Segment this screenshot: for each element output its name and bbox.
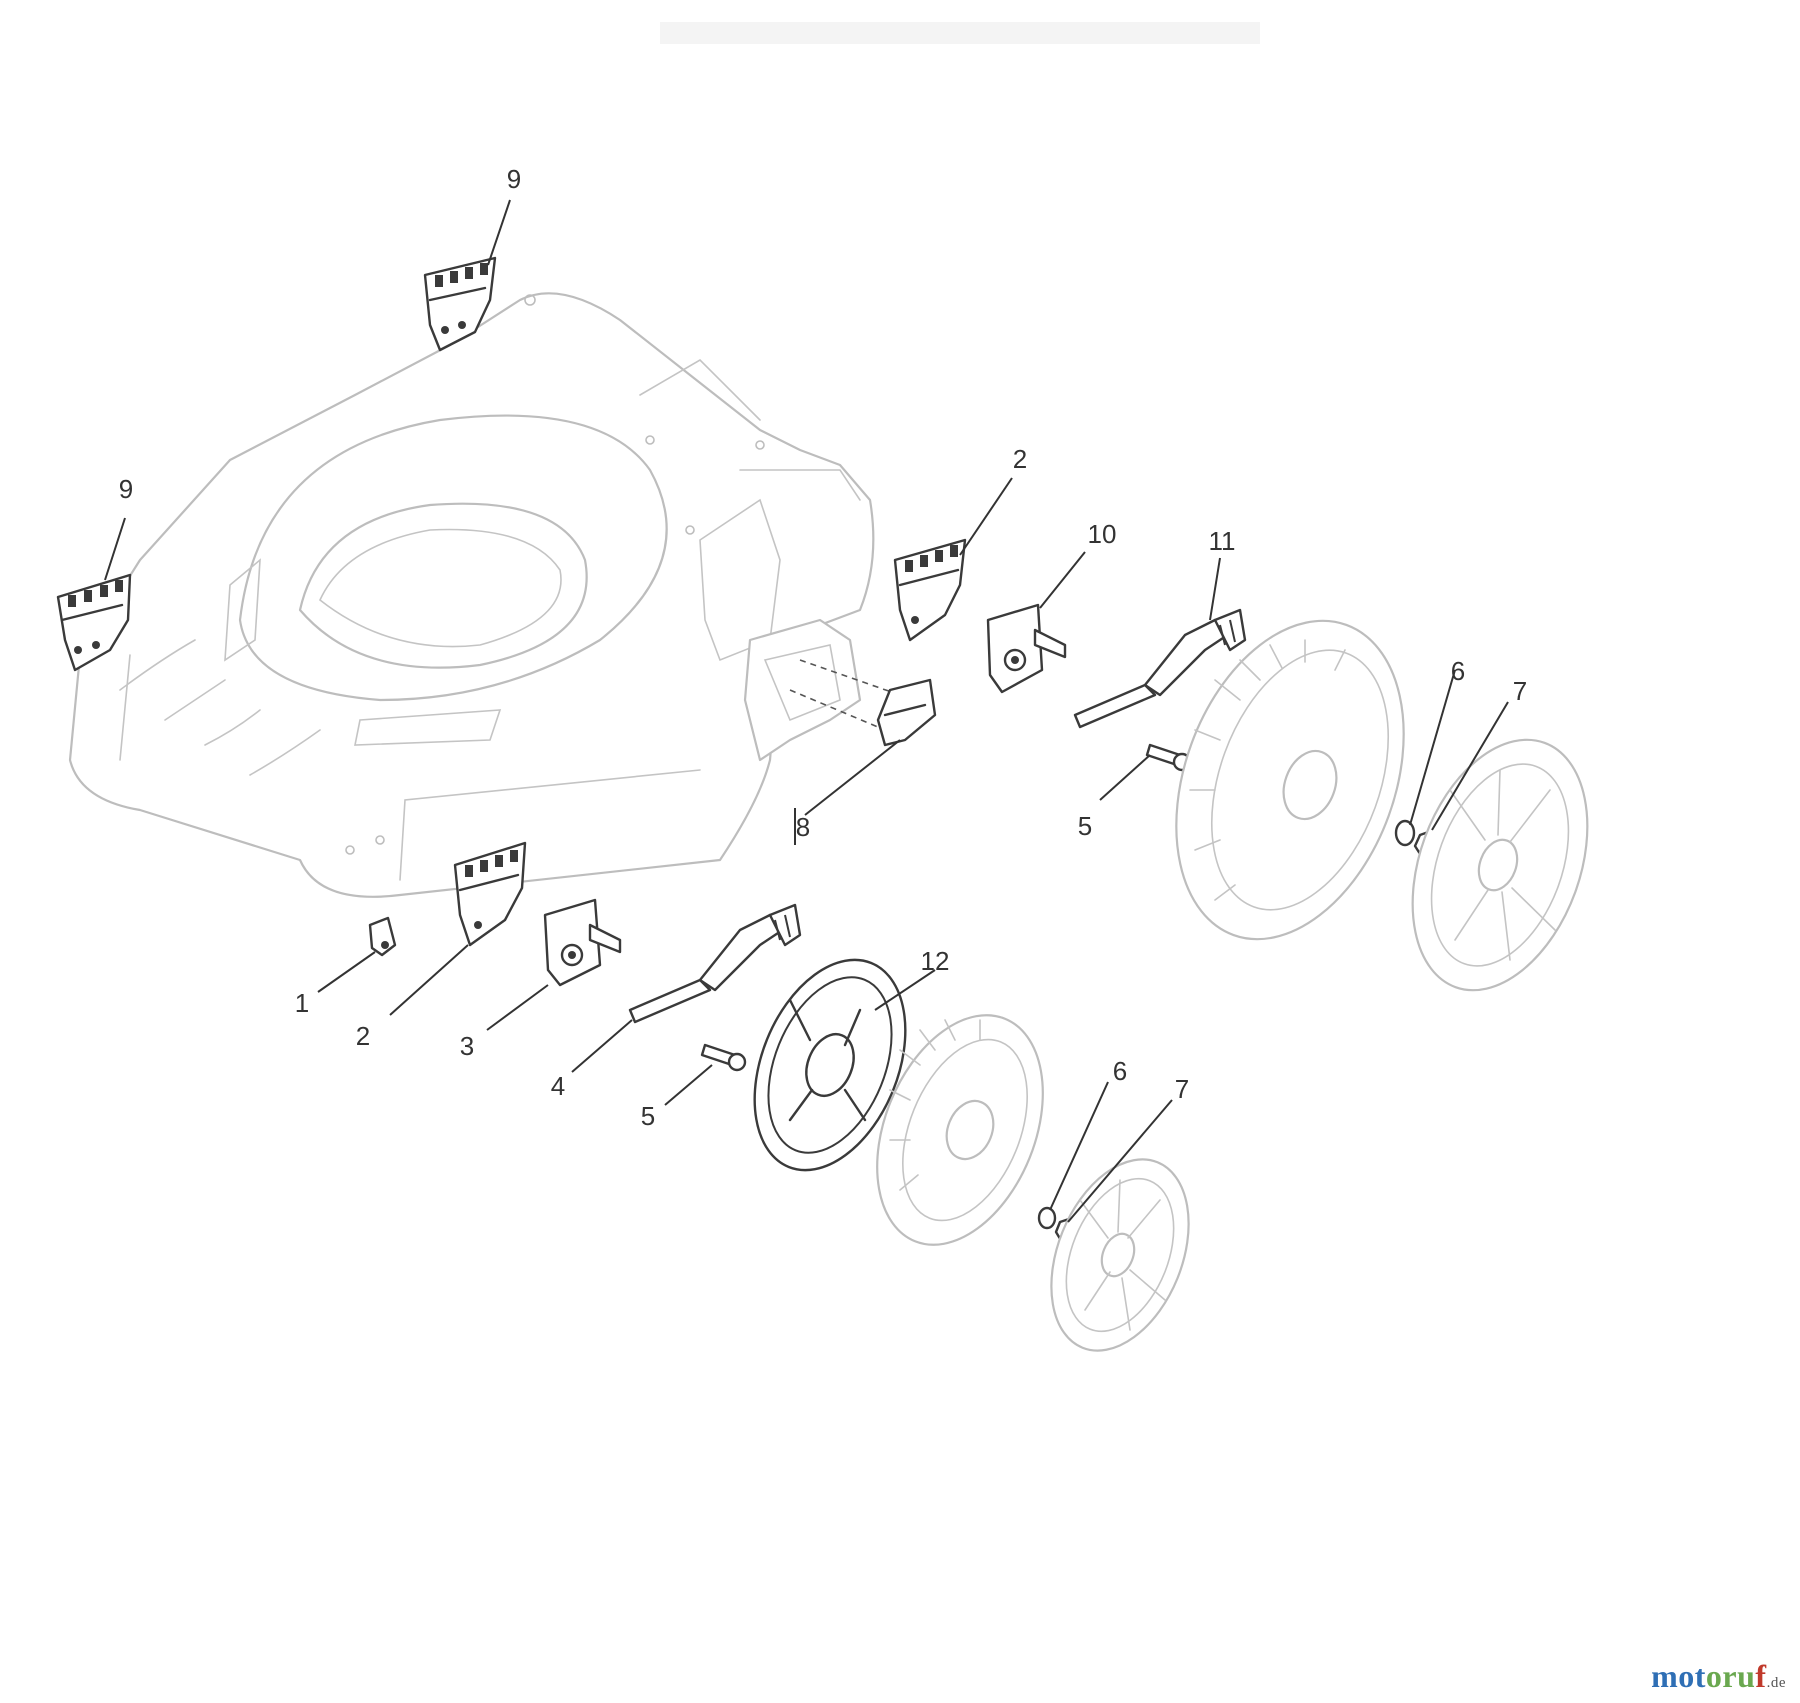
part-3-axle-bracket (543, 898, 622, 987)
callout-labels: 9 9 2 10 11 6 7 5 8 12 1 2 3 4 5 6 7 (119, 164, 1527, 1131)
part-1-clip (368, 916, 397, 957)
part-9-height-plate-left (56, 573, 132, 672)
part-9-height-plate-top (423, 256, 497, 352)
callout-8: 8 (796, 812, 810, 842)
part-6-washer-rear (1394, 819, 1416, 847)
callout-4: 4 (551, 1071, 565, 1101)
mower-deck (68, 292, 875, 898)
watermark-tld: .de (1766, 1675, 1786, 1691)
callout-3: 3 (460, 1031, 474, 1061)
callout-11: 11 (1209, 526, 1236, 556)
part-4-height-lever (628, 903, 802, 1024)
part-6-washer-front (1037, 1206, 1057, 1230)
part-8-clip-plate (876, 678, 937, 747)
part-2-height-plate-rear (893, 538, 967, 642)
part-2-height-plate-front (453, 841, 527, 947)
callout-6-rear: 6 (1451, 656, 1465, 686)
callout-12: 12 (921, 946, 950, 976)
callout-6-front: 6 (1113, 1056, 1127, 1086)
part-11-height-lever (1073, 608, 1247, 729)
watermark-part-3: f (1755, 1658, 1767, 1694)
front-wheel (876, 1014, 1044, 1246)
part-10-axle-bracket (986, 603, 1067, 694)
callout-5-rear: 5 (1078, 811, 1092, 841)
front-hub-cap (1050, 1158, 1190, 1352)
callout-9-left: 9 (119, 474, 133, 504)
callout-2-rear: 2 (1013, 444, 1027, 474)
callout-9-top: 9 (507, 164, 521, 194)
leader-lines (104, 199, 1509, 1223)
callout-5-front: 5 (641, 1101, 655, 1131)
callout-1: 1 (295, 988, 309, 1018)
callout-2-front: 2 (356, 1021, 370, 1051)
rear-hub-cap (1411, 738, 1589, 992)
callout-10: 10 (1088, 519, 1117, 549)
callout-7-front: 7 (1175, 1074, 1189, 1104)
watermark-part-1: mot (1651, 1658, 1706, 1694)
faded-header-strip (660, 22, 1260, 44)
rear-wheel (1175, 619, 1405, 941)
callout-7-rear: 7 (1513, 676, 1527, 706)
part-12-wheel-cover (753, 958, 907, 1172)
part-5-bolt-front (700, 1043, 747, 1072)
watermark-logo: motoruf.de (1651, 1658, 1786, 1695)
watermark-part-2: oru (1705, 1658, 1756, 1694)
